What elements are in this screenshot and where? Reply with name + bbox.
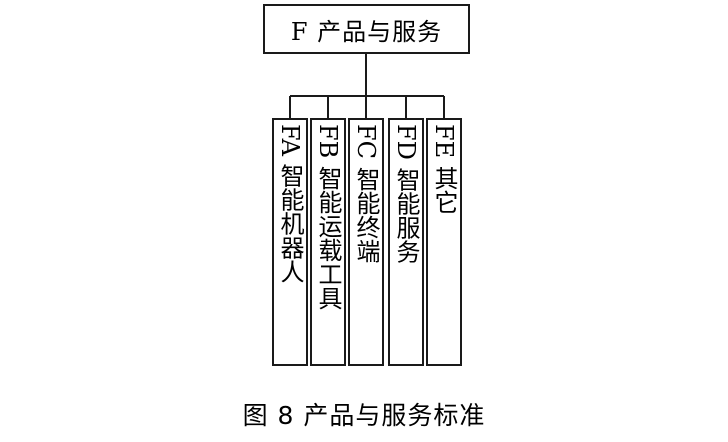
child-node-fa-label: FA 智能机器人 [276,124,304,284]
child-node-fc: FC 智能终端 [348,118,384,366]
child-node-fb: FB 智能运载工具 [310,118,346,366]
child-node-fc-label: FC 智能终端 [352,124,380,263]
figure-caption: 图 8 产品与服务标准 [242,401,486,430]
root-node-label: F 产品与服务 [290,17,443,46]
child-node-fe: FE 其它 [426,118,462,366]
child-node-fa: FA 智能机器人 [272,118,308,366]
child-node-fd-label: FD 智能服务 [392,124,420,264]
root-node-box: F 产品与服务 [263,4,470,54]
child-node-fd: FD 智能服务 [388,118,424,366]
child-node-fb-label: FB 智能运载工具 [314,124,342,310]
child-node-fe-label: FE 其它 [430,124,458,214]
